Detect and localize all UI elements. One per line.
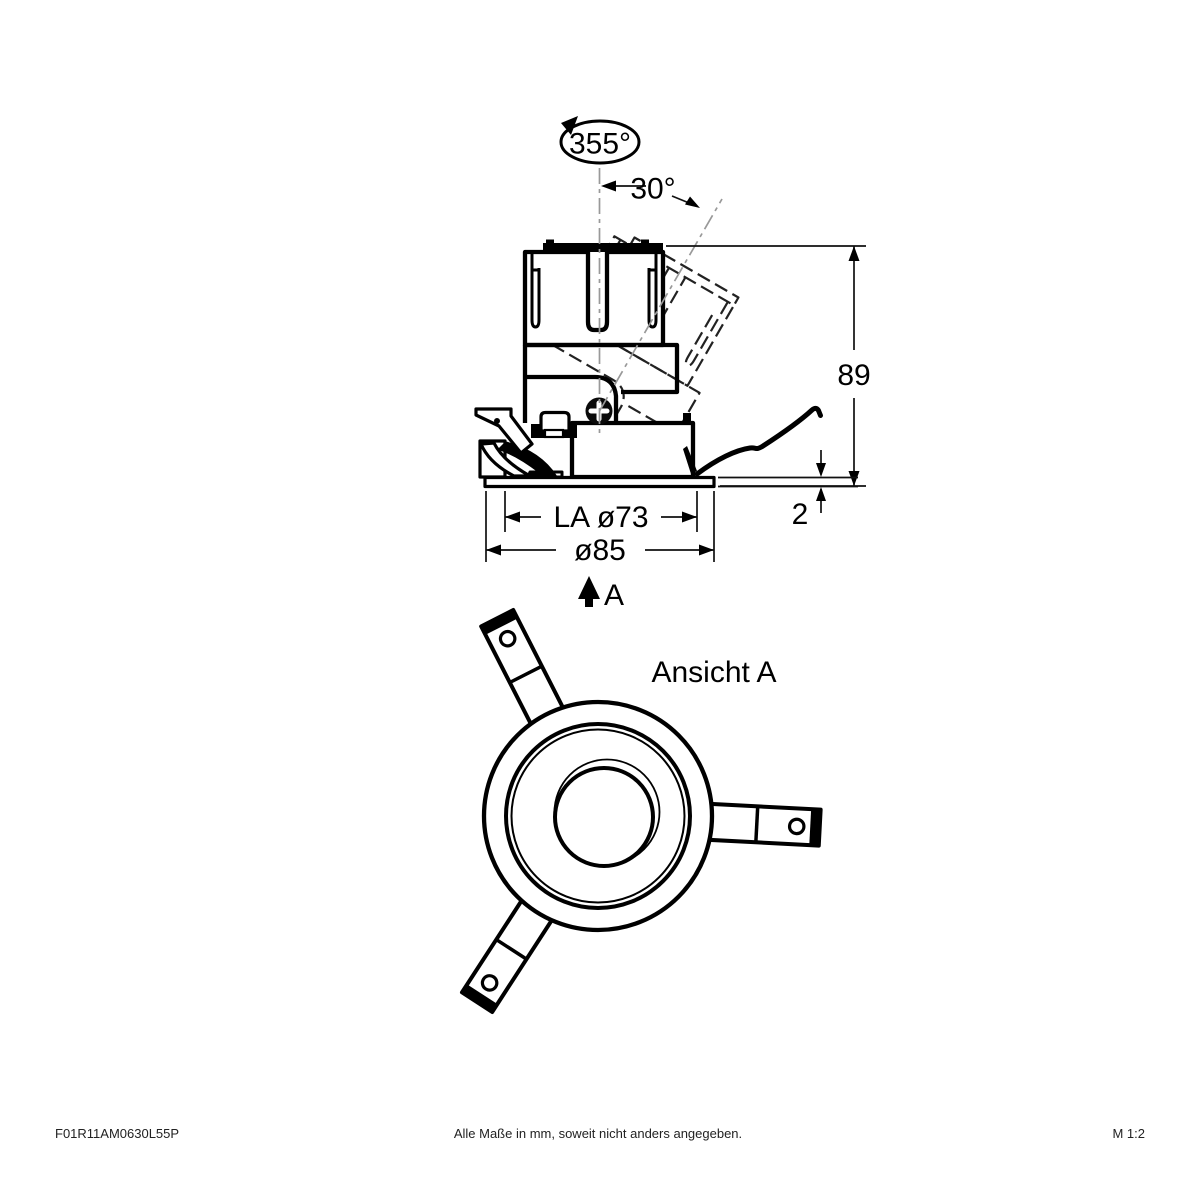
view-a-arrow-icon [578, 576, 600, 599]
bezel-inner-edge [510, 728, 686, 904]
heatsink-top-cap [543, 239, 663, 250]
outer-label: ø85 [574, 534, 626, 567]
trim-rings [481, 699, 715, 933]
view-a-marker: A [578, 576, 624, 612]
tilt-label: 30° [630, 173, 675, 206]
dimension-rim-2: 2 [718, 450, 858, 531]
rotation-gap [549, 120, 563, 134]
clip-toggle [539, 410, 571, 433]
clip-pivot-dot [494, 418, 500, 424]
heatsink-body [522, 239, 680, 423]
footer: F01R11AM0630L55P Alle Maße in mm, soweit… [55, 1126, 1145, 1141]
tilted-centerline [598, 198, 723, 412]
footer-article-number: F01R11AM0630L55P [55, 1126, 179, 1141]
tilt-arrow-leader-icon [685, 196, 700, 208]
top-view: Ansicht A [459, 607, 821, 1015]
heatsink-right-fin [647, 252, 658, 329]
can-top-tab [683, 413, 691, 423]
rotation-label: 355° [569, 128, 631, 161]
tilt-arrow-left-icon [601, 180, 616, 192]
bracket-outline [525, 342, 680, 395]
tilt-dimension: 30° [601, 173, 700, 208]
dimension-height-89: 89 [666, 245, 871, 487]
footer-scale: M 1:2 [1112, 1126, 1145, 1141]
wire-anchor [683, 446, 697, 474]
dimension-outer-85: ø85 [485, 491, 715, 567]
lens-circle [553, 766, 655, 868]
dimension-cutout-la73: LA ø73 [504, 491, 698, 534]
cutout-label: LA ø73 [553, 501, 648, 534]
height-label: 89 [837, 359, 870, 392]
trim-flange [483, 475, 716, 489]
side-view: 355° 30° 89 2 [474, 116, 871, 612]
rotation-arrow-icon [561, 116, 578, 135]
clip-flag [474, 407, 534, 455]
mounting-can [569, 413, 697, 480]
retaining-wire [694, 405, 823, 477]
rotation-symbol: 355° [549, 116, 641, 165]
top-view-title: Ansicht A [651, 656, 776, 689]
heatsink-left-fin [530, 252, 541, 329]
mounting-arm-right [704, 803, 821, 846]
view-arrow-label: A [604, 579, 624, 612]
clip-toggle-step [543, 428, 565, 439]
heatsink-center-slot [585, 252, 610, 333]
spring-clip [474, 407, 577, 479]
bracket-neck [525, 374, 619, 423]
footer-note: Alle Maße in mm, soweit nicht anders ang… [454, 1126, 742, 1141]
rim-label: 2 [792, 498, 809, 531]
